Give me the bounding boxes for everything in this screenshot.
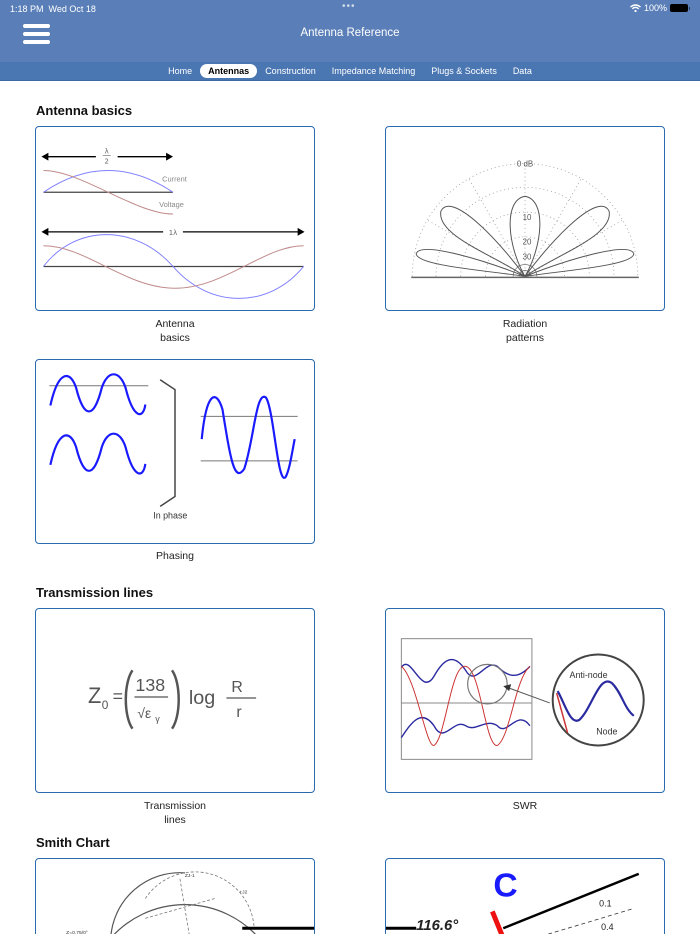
app-header: 1:18 PM Wed Oct 18 ••• 100% Antenna Refe… bbox=[0, 0, 700, 62]
card-smith-chart-detail[interactable]: C 116.6° 0.1 0.4 bbox=[385, 858, 665, 934]
svg-text:√ε: √ε bbox=[137, 705, 151, 721]
tab-bar: Home Antennas Construction Impedance Mat… bbox=[0, 62, 700, 81]
card-antenna-basics[interactable]: λ 2 Current Voltage 1λ bbox=[35, 126, 315, 311]
c-label: C bbox=[493, 868, 517, 905]
radiation-pattern-diagram: 0 dB 10 20 30 bbox=[411, 160, 639, 279]
svg-text:0: 0 bbox=[102, 698, 109, 712]
smith-chart-diagram: ZJ-1 +J2 Z=0.75/0° bbox=[66, 871, 314, 934]
card-smith-chart[interactable]: ZJ-1 +J2 Z=0.75/0° bbox=[35, 858, 315, 934]
svg-text:ZJ-1: ZJ-1 bbox=[185, 873, 195, 879]
svg-text:10: 10 bbox=[523, 213, 532, 222]
caption-swr: SWR bbox=[512, 800, 538, 812]
svg-text:r: r bbox=[236, 704, 241, 721]
status-indicators: 100% bbox=[630, 3, 690, 13]
svg-text:20: 20 bbox=[523, 238, 532, 247]
multitasking-dots-icon[interactable]: ••• bbox=[342, 1, 356, 12]
tab-plugs-sockets[interactable]: Plugs & Sockets bbox=[431, 66, 497, 76]
hamburger-menu-icon[interactable] bbox=[23, 24, 50, 44]
card-swr[interactable]: Anti-node Node bbox=[385, 608, 665, 793]
current-label: Current bbox=[162, 174, 187, 183]
svg-text:0.4: 0.4 bbox=[601, 922, 613, 932]
tab-impedance-matching[interactable]: Impedance Matching bbox=[331, 66, 416, 76]
svg-text:Z: Z bbox=[88, 683, 101, 708]
swr-diagram: Anti-node Node bbox=[400, 638, 645, 760]
card-transmission-lines[interactable]: Z 0 = 138 √ε γ log R r bbox=[35, 608, 315, 793]
impedance-formula: Z 0 = 138 √ε γ log R r bbox=[88, 669, 257, 730]
battery-percent: 100% bbox=[643, 3, 667, 13]
svg-text:=: = bbox=[113, 686, 123, 706]
section-title-antenna-basics: Antenna basics bbox=[36, 103, 133, 118]
smith-chart-detail-diagram: C 116.6° 0.1 0.4 bbox=[386, 868, 640, 934]
angle-label: 116.6° bbox=[416, 918, 459, 934]
voltage-label: Voltage bbox=[159, 200, 184, 209]
node-label: Node bbox=[596, 727, 617, 737]
svg-text:2: 2 bbox=[105, 158, 109, 166]
tab-construction[interactable]: Construction bbox=[265, 66, 316, 76]
svg-text:λ: λ bbox=[105, 148, 109, 156]
svg-text:1λ: 1λ bbox=[169, 229, 177, 237]
caption-phasing: Phasing bbox=[156, 550, 194, 562]
in-phase-label: In phase bbox=[153, 510, 187, 520]
app-title: Antenna Reference bbox=[300, 27, 400, 39]
tab-home[interactable]: Home bbox=[168, 66, 193, 76]
card-phasing[interactable]: In phase bbox=[35, 359, 315, 544]
caption-radiation-patterns: Radiation patterns bbox=[502, 318, 548, 344]
phasing-diagram: In phase bbox=[49, 373, 298, 520]
svg-text:Z=0.75/0°: Z=0.75/0° bbox=[66, 930, 88, 934]
svg-text:0.1: 0.1 bbox=[599, 898, 611, 908]
db0-label: 0 dB bbox=[517, 160, 533, 169]
antenna-basics-diagram: λ 2 Current Voltage 1λ bbox=[41, 148, 305, 299]
status-time: 1:18 PM Wed Oct 18 bbox=[10, 4, 96, 14]
section-title-transmission-lines: Transmission lines bbox=[36, 585, 154, 600]
svg-text:R: R bbox=[231, 679, 242, 696]
section-title-smith-chart: Smith Chart bbox=[36, 835, 110, 850]
antinode-label: Anti-node bbox=[570, 670, 608, 680]
battery-icon bbox=[670, 4, 690, 12]
tab-data[interactable]: Data bbox=[512, 66, 532, 76]
svg-text:30: 30 bbox=[523, 253, 532, 262]
caption-transmission-lines: Transmission lines bbox=[143, 800, 207, 826]
svg-text:γ: γ bbox=[155, 714, 160, 724]
svg-text:log: log bbox=[189, 687, 215, 709]
wifi-icon bbox=[630, 4, 641, 12]
svg-text:+J2: +J2 bbox=[239, 890, 247, 896]
tab-antennas[interactable]: Antennas bbox=[200, 64, 258, 78]
card-radiation-patterns[interactable]: 0 dB 10 20 30 bbox=[385, 126, 665, 311]
status-bar: 1:18 PM Wed Oct 18 ••• 100% bbox=[0, 0, 700, 18]
caption-antenna-basics: Antenna basics bbox=[155, 318, 195, 344]
svg-text:138: 138 bbox=[135, 675, 165, 695]
